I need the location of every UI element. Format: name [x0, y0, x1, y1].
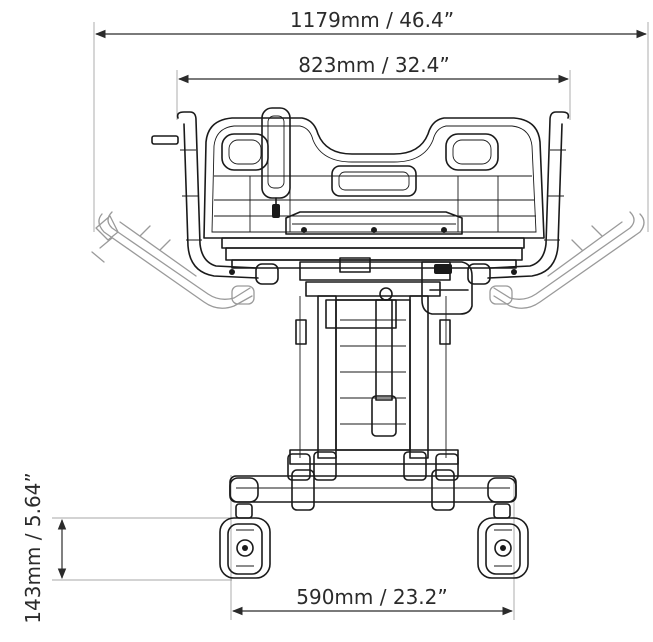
bed-base [229, 449, 517, 519]
headboard [203, 117, 545, 239]
caster-left [219, 517, 271, 579]
overall-width-label: 1179mm / 46.4” [290, 8, 454, 32]
lowered-side-rail-left [91, 211, 255, 309]
brake-module [421, 261, 473, 315]
lowered-side-rail-right [489, 211, 645, 309]
side-rail-left [151, 111, 259, 279]
ground-clearance-label: 143mm / 5.64” [21, 472, 45, 623]
pendant-controller [261, 107, 291, 218]
bed-frame [221, 211, 525, 285]
side-rail-right [487, 111, 570, 279]
lift-column [295, 281, 451, 459]
wheel-base-label: 590mm / 23.2” [296, 585, 447, 609]
overall-width-dimension: 1179mm / 46.4” [93, 8, 649, 232]
wheel-base-dimension: 590mm / 23.2” [230, 475, 515, 620]
ground-clearance-dimension: 143mm / 5.64” [21, 472, 232, 624]
frame-width-dimension: 823mm / 32.4” [176, 53, 571, 120]
frame-width-label: 823mm / 32.4” [298, 53, 449, 77]
caster-right [477, 517, 529, 579]
